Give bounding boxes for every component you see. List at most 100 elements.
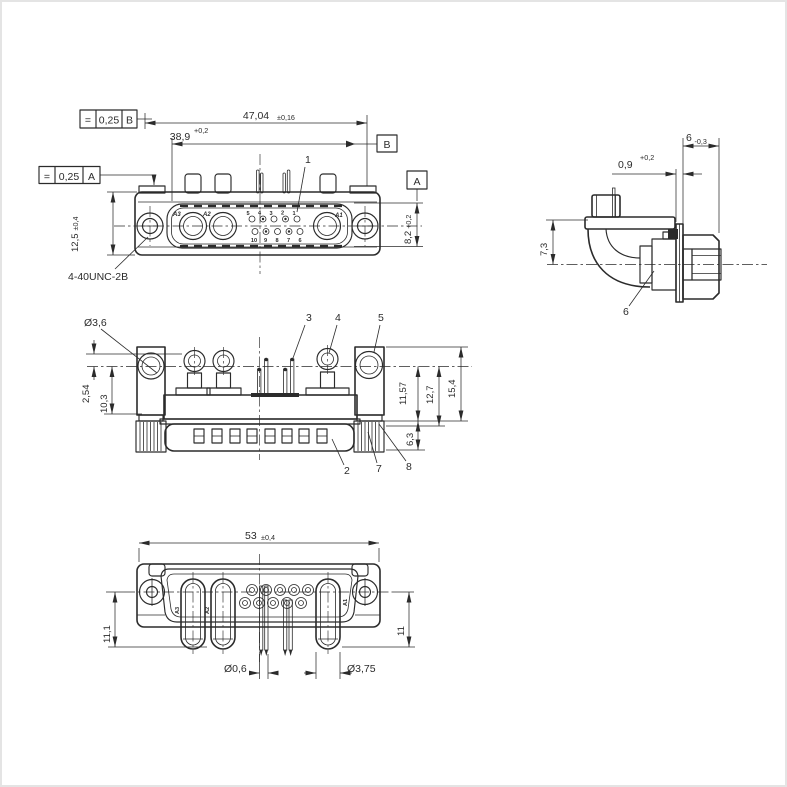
- dim-389-value: 38,9: [170, 131, 191, 143]
- dim-contact-dia-375: Ø3,75: [304, 652, 376, 679]
- front-connector-body: [134, 169, 381, 256]
- pin-label-1: 1: [292, 211, 295, 217]
- dim-103-text: 10,3: [99, 395, 110, 414]
- callout-4-label: 4: [335, 312, 341, 324]
- front-view: A3 A2 A1 5 4 3 2 1 10 9 8 7 6: [38, 109, 428, 283]
- dim-height-125: 12,5±0,4: [70, 191, 137, 256]
- fcf-parallelism-b: = 0,25 B: [79, 109, 152, 129]
- datum-b-label: B: [383, 139, 390, 151]
- pin-label-9: 9: [264, 238, 267, 244]
- dim-09-tolerance: +0,2: [640, 153, 654, 162]
- rear-bracket-left: [135, 346, 167, 453]
- fcf-parallelism-a: = 0,25 A: [38, 165, 157, 185]
- dim-73-text: 7,3: [539, 243, 550, 256]
- plan-signal-contacts: [239, 584, 314, 609]
- plan-mounting-hole-right: [351, 578, 379, 606]
- fcf-b-datum: B: [126, 115, 133, 127]
- pin-label-4: 4: [258, 211, 262, 217]
- rear-view: Ø3,6 2,54 10,3 11,57 6,3 12: [81, 312, 472, 477]
- callout-2-label: 2: [344, 465, 350, 477]
- front-callout-1: 1: [296, 154, 311, 213]
- rear-callouts: 3 4 5 2 7 8: [292, 312, 412, 477]
- rear-power-contact-posts: [175, 345, 350, 396]
- callout-3-label: 3: [306, 312, 312, 324]
- callout-5-label: 5: [378, 312, 384, 324]
- plan-mounting-hole-left: [138, 578, 166, 606]
- rear-signal-pins: [251, 357, 299, 397]
- thread-note: 4-40UNC-2B: [68, 236, 149, 283]
- fcf-a-symbol: =: [44, 171, 50, 183]
- dim-127-text: 12,7: [425, 386, 436, 405]
- front-signal-pins-bottom: 10 9 8 7 6: [251, 228, 304, 244]
- dim-insert-height-82: A 8,2+0,2: [354, 170, 428, 247]
- fcf-a-datum: A: [88, 171, 95, 183]
- dim-plan-right-11: 11: [342, 591, 415, 648]
- dim-53-value: 53: [245, 530, 257, 542]
- plan-label-a1: A1: [343, 599, 349, 606]
- contact-label-a3: A3: [172, 212, 181, 218]
- dim-06-text: Ø0,6: [224, 663, 247, 675]
- front-power-contacts: A3 A2 A1: [172, 211, 343, 241]
- side-view: 7,3 0,9 +0,2 6 -0,3 6: [539, 132, 767, 318]
- dim-63-text: 6,3: [405, 433, 416, 446]
- contact-label-a1: A1: [334, 213, 343, 219]
- dim-6-value: 6: [686, 132, 692, 144]
- front-mounting-hole-right: [351, 212, 379, 240]
- dim-111-text: 11,1: [102, 625, 113, 643]
- pin-label-10: 10: [251, 238, 257, 244]
- dim-53-tolerance: ±0,4: [261, 533, 275, 542]
- dim-11-text: 11: [396, 626, 407, 636]
- contact-label-a2: A2: [202, 212, 211, 218]
- dim-inner-width-389: 38,9 +0,2 B: [170, 126, 398, 201]
- dim-125-text: 12,5±0,4: [70, 217, 81, 252]
- dim-plan-width-53: 53 ±0,4: [138, 530, 380, 562]
- dim-09-value: 0,9: [618, 159, 633, 171]
- callout-1-label: 1: [305, 154, 311, 166]
- dim-103: 10,3: [99, 366, 142, 415]
- datum-b-box: [376, 134, 398, 153]
- dim-47-value: 47,04: [243, 110, 269, 122]
- dim-6-tolerance: -0,3: [695, 137, 707, 146]
- front-signal-pins-top: 5 4 3 2 1: [246, 211, 301, 223]
- dim-389-tolerance: +0,2: [194, 126, 208, 135]
- callout-7-label: 7: [376, 463, 382, 475]
- pin-label-6: 6: [298, 238, 301, 244]
- callout-8-label: 8: [406, 461, 412, 473]
- plan-connector-body: [136, 563, 381, 628]
- side-connector-body: [584, 187, 722, 303]
- front-view-centerlines: [114, 154, 422, 274]
- thread-note-text: 4-40UNC-2B: [68, 271, 128, 283]
- pin-label-3: 3: [269, 211, 272, 217]
- plan-solder-pins: [259, 585, 293, 656]
- dim-depth-6: 6 -0,3: [682, 132, 720, 233]
- pin-label-7: 7: [287, 238, 290, 244]
- plan-power-contacts: A3 A2 A1: [175, 572, 349, 654]
- dim-254-text: 2,54: [81, 385, 92, 404]
- dim-hole-dia-36: Ø3,6: [84, 317, 158, 374]
- fcf-b-symbol: =: [85, 115, 91, 127]
- plan-view: A3 A2 A1: [102, 530, 415, 679]
- pin-label-2: 2: [281, 211, 284, 217]
- dim-overall-width-47: 47,04 ±0,16: [144, 110, 368, 186]
- datum-b-arrow: [346, 140, 355, 148]
- dim-36-text: Ø3,6: [84, 317, 107, 329]
- dim-154-text: 15,4: [447, 380, 458, 399]
- dim-side-height-73: 7,3: [539, 219, 588, 265]
- dim-plan-left-111: 11,1: [102, 591, 207, 648]
- fcf-a-tolerance: 0,25: [59, 171, 80, 183]
- dim-pin-dia-06: Ø0,6: [224, 654, 279, 679]
- side-callout-6: 6: [623, 270, 655, 318]
- rear-shell-windows: [193, 428, 328, 444]
- dim-375-text: Ø3,75: [347, 663, 376, 675]
- rear-right-dimensions: 11,57 6,3 12,7 15,4: [360, 346, 468, 451]
- pin-label-8: 8: [275, 238, 278, 244]
- dim-pitch-254: 2,54: [81, 340, 182, 403]
- front-mounting-hole-left: [136, 212, 164, 240]
- pin-label-5: 5: [246, 211, 249, 217]
- rear-connector-body: [159, 394, 361, 452]
- dim-82-text: 8,2+0,2: [403, 215, 414, 244]
- dim-standoff-09: 0,9 +0,2: [612, 153, 702, 222]
- dim-1157-text: 11,57: [398, 382, 409, 405]
- fcf-b-tolerance: 0,25: [99, 115, 120, 127]
